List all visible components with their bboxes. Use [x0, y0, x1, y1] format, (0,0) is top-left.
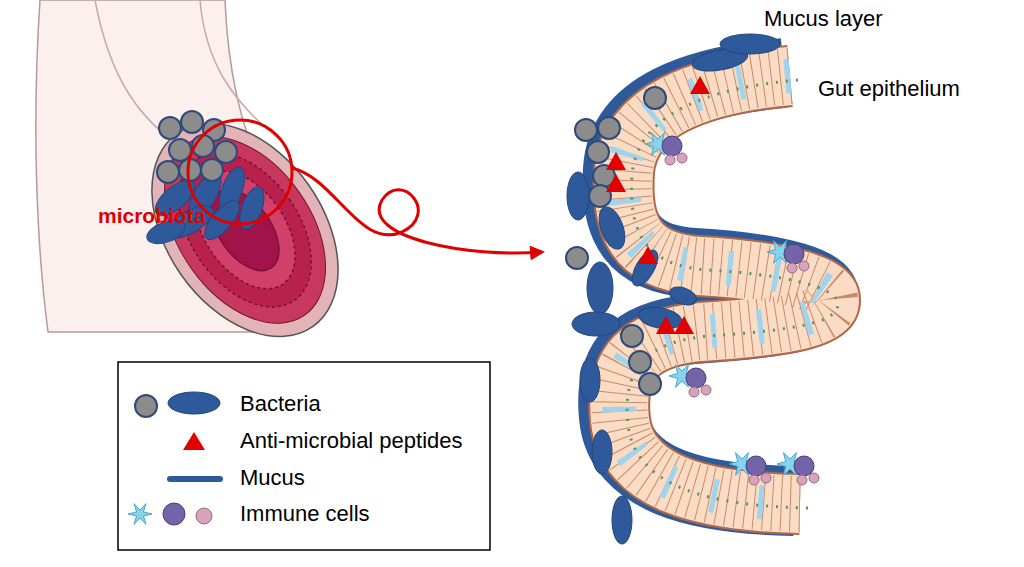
macrophage: [784, 244, 804, 264]
lymphocyte: [701, 385, 711, 395]
macrophage: [662, 136, 682, 156]
cell-borders: [619, 76, 830, 504]
bacterium-round: [215, 141, 237, 163]
lymphocyte: [797, 475, 807, 485]
bacterium-rod: [592, 430, 612, 474]
tube-wall: [95, 0, 185, 150]
epithelium-view: [566, 34, 838, 544]
legend-macrophage: [163, 503, 185, 525]
lymphocyte: [799, 261, 809, 271]
anti-microbial-peptide: [606, 174, 626, 192]
lymphocyte: [787, 263, 797, 273]
immune-cell-cluster: [645, 133, 687, 165]
lymphocyte: [809, 473, 819, 483]
bacterium-rod: [667, 284, 699, 309]
bacterium-round: [575, 119, 597, 141]
cell-nuclei: [627, 80, 838, 508]
anti-microbial-peptide: [606, 152, 626, 170]
lymphocyte: [689, 387, 699, 397]
immune-cell-cluster: [729, 453, 771, 485]
region-label: microbiota: [98, 205, 205, 226]
legend-bacterium-rod: [168, 392, 220, 414]
legend-peptide: [183, 432, 205, 450]
legend-mucus-line: [170, 476, 220, 482]
macrophage: [746, 456, 766, 476]
immune-cell-cluster: [669, 365, 711, 397]
bacterium-rod: [587, 262, 613, 314]
bacterium-round: [169, 139, 191, 161]
gut-epithelium: [619, 76, 830, 504]
bacterium-round: [598, 117, 620, 139]
bacterium-round: [589, 185, 611, 207]
immune-cell-cluster: [777, 453, 819, 485]
anti-microbial-peptide: [674, 316, 694, 334]
bacterium-round: [181, 111, 203, 133]
anti-microbial-peptide: [690, 76, 710, 94]
legend-lymphocyte: [196, 508, 212, 524]
legend-bacterium-round: [135, 395, 157, 417]
macrophage: [686, 368, 706, 388]
anti-microbial-peptide: [638, 246, 658, 264]
gut-lining: [131, 107, 358, 353]
zoom-arrow: [292, 168, 542, 253]
lymphocyte: [749, 475, 759, 485]
immune-cell-cluster: [767, 241, 809, 273]
legend-text: Anti-microbial peptides: [240, 430, 463, 452]
legend-text: Mucus: [240, 467, 305, 489]
legend-text: Immune cells: [240, 503, 370, 525]
bacterium-round: [621, 325, 643, 347]
bacterium-round: [566, 247, 588, 269]
bacterium-round: [159, 117, 181, 139]
legend-immune-cells: [128, 503, 212, 525]
bacterium-round: [644, 87, 666, 109]
layer-label: Mucus layer: [764, 8, 883, 30]
anti-microbial-peptide: [656, 316, 676, 334]
bacterium-rod: [580, 358, 600, 402]
bacterium-round: [157, 161, 179, 183]
legend-box: [118, 362, 490, 550]
bacterium-rod: [567, 172, 589, 220]
lymphocyte: [677, 153, 687, 163]
legend-text: Bacteria: [240, 393, 321, 415]
legend-dendritic-cell: [128, 504, 152, 525]
gut-cross-section: [113, 89, 376, 372]
layer-label: Gut epithelium: [818, 78, 960, 100]
bacterium-rod: [572, 312, 620, 336]
bacterium-round: [639, 373, 661, 395]
bacterium-rod: [627, 246, 663, 290]
bacterium-round: [629, 351, 651, 373]
bacterium-round: [201, 159, 223, 181]
gut-wall: [113, 89, 376, 372]
bacterium-rod: [594, 204, 630, 253]
bacterium-round: [587, 141, 609, 163]
lymphocyte: [665, 155, 675, 165]
epithelium-border: [619, 76, 830, 504]
macrophage: [794, 456, 814, 476]
goblet-cells: [619, 76, 830, 504]
bacterium-rod: [612, 496, 632, 544]
bacterium-rod: [720, 34, 780, 54]
lymphocyte: [761, 473, 771, 483]
